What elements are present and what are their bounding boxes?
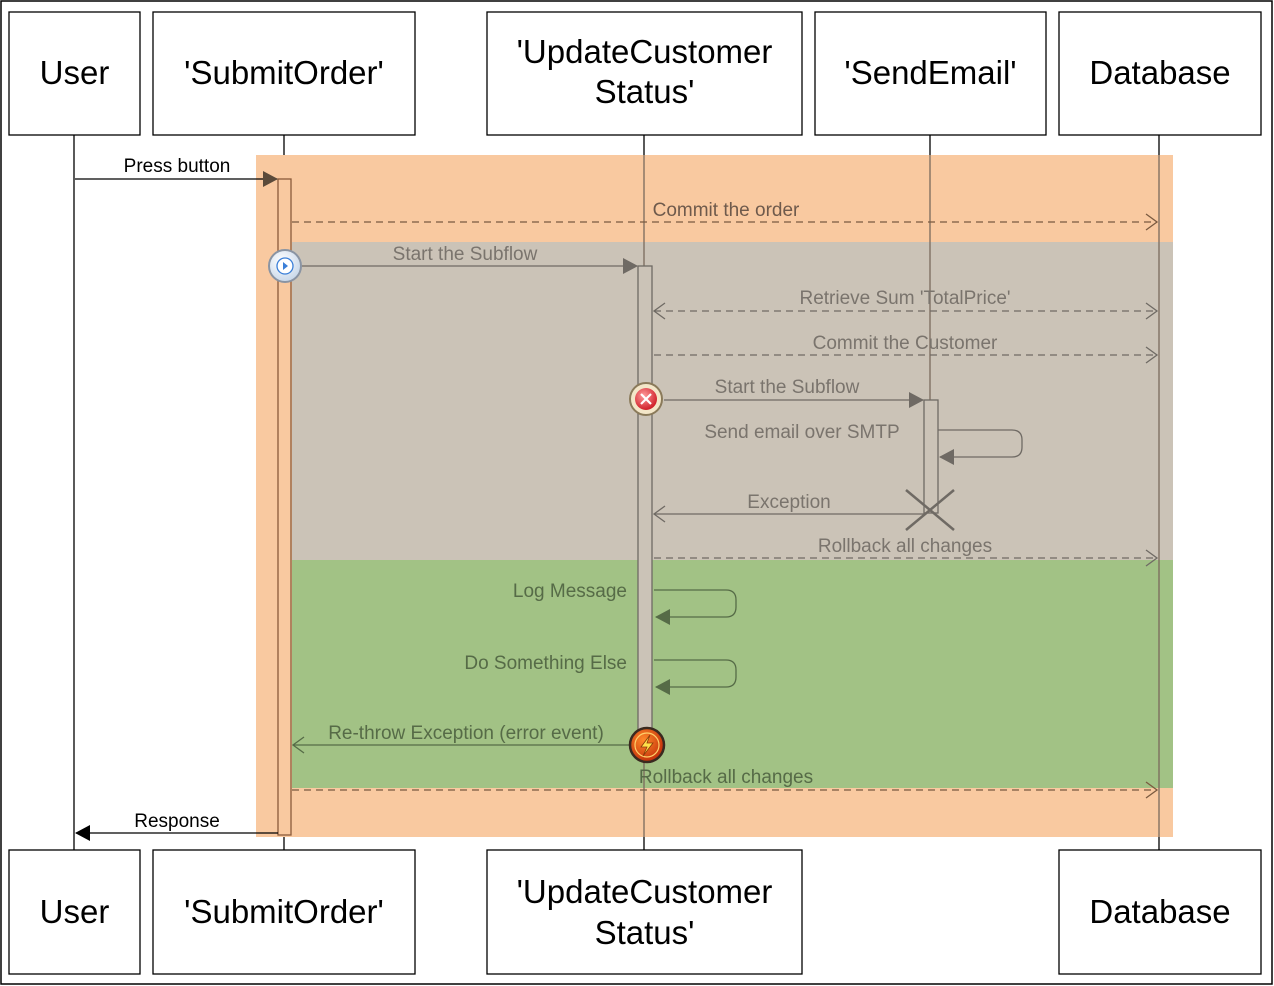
svg-text:Status': Status' (595, 914, 695, 951)
start-event-icon (268, 249, 302, 283)
participants-top: User 'SubmitOrder' 'UpdateCustomer Statu… (8, 11, 1262, 136)
svg-text:User: User (40, 54, 110, 91)
activation-submit-order (277, 178, 292, 836)
svg-text:Database: Database (1089, 893, 1230, 930)
msg-commit-order-label: Commit the order (653, 200, 800, 221)
participant-update-customer-status-bottom: 'UpdateCustomer Status' (486, 849, 803, 975)
rethrow-error-icon (628, 726, 666, 764)
svg-text:'UpdateCustomer: 'UpdateCustomer (517, 873, 773, 910)
messages: Press button Commit the order Start the … (75, 156, 1159, 841)
msg-retrieve-sum-label: Retrieve Sum 'TotalPrice' (799, 288, 1010, 309)
error-boundary-icon (629, 382, 663, 416)
participant-submit-order-bottom: 'SubmitOrder' (152, 849, 416, 975)
msg-send-email (938, 429, 1023, 465)
participant-submit-order-top: 'SubmitOrder' (152, 11, 416, 136)
svg-text:Status': Status' (595, 73, 695, 110)
msg-start-subflow-2-label: Start the Subflow (715, 377, 860, 398)
participant-update-customer-status-top: 'UpdateCustomer Status' (486, 11, 803, 136)
msg-do-something-else (654, 659, 737, 695)
msg-press-button-label: Press button (124, 156, 231, 177)
participant-database-top: Database (1058, 11, 1262, 136)
msg-start-subflow-1-label: Start the Subflow (393, 244, 538, 265)
activation-update-customer-status (637, 265, 653, 735)
msg-send-email-label: Send email over SMTP (704, 422, 899, 443)
participant-send-email-top: 'SendEmail' (814, 11, 1047, 136)
msg-log-message-label: Log Message (513, 581, 627, 602)
svg-text:'SubmitOrder': 'SubmitOrder' (184, 54, 384, 91)
error-handler-region (292, 560, 1173, 788)
msg-log-message (654, 589, 737, 625)
msg-do-something-else-label: Do Something Else (464, 653, 627, 674)
activation-send-email (923, 399, 939, 514)
destroy-x-icon (905, 489, 955, 531)
msg-response-label: Response (134, 811, 220, 832)
svg-text:'UpdateCustomer: 'UpdateCustomer (517, 33, 773, 70)
svg-text:Database: Database (1089, 54, 1230, 91)
msg-rollback-1-label: Rollback all changes (818, 536, 992, 557)
subflow-region (292, 242, 1173, 560)
participant-user-bottom: User (8, 849, 141, 975)
svg-text:'SendEmail': 'SendEmail' (844, 54, 1016, 91)
svg-text:User: User (40, 893, 110, 930)
msg-rethrow-exception-label: Re-throw Exception (error event) (328, 723, 604, 744)
participant-database-bottom: Database (1058, 849, 1262, 975)
participant-user-top: User (8, 11, 141, 136)
svg-text:'SubmitOrder': 'SubmitOrder' (184, 893, 384, 930)
participants-bottom: User 'SubmitOrder' 'UpdateCustomer Statu… (8, 849, 1262, 975)
msg-exception-label: Exception (747, 492, 830, 513)
msg-rollback-2-label: Rollback all changes (639, 767, 813, 788)
msg-commit-customer-label: Commit the Customer (813, 333, 998, 354)
